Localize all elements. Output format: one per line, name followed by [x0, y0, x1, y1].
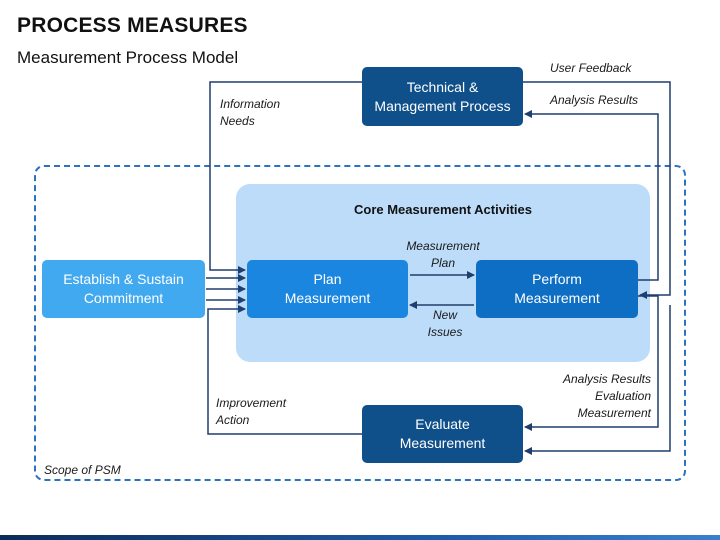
arrow-analysis-results-eval-2 — [524, 305, 671, 455]
label-scope-of-psm: Scope of PSM — [44, 463, 121, 477]
technical-management-process-box: Technical & Management Process — [362, 67, 523, 126]
arrow-user-feedback — [523, 81, 671, 299]
page-subtitle: Measurement Process Model — [17, 48, 239, 67]
page-title: PROCESS MEASURES — [17, 14, 248, 37]
plan-measurement-box: Plan Measurement — [247, 260, 408, 318]
label-user-feedback: User Feedback — [550, 61, 632, 75]
arrow-analysis-results-top — [524, 110, 659, 281]
arrow-improvement-action — [207, 305, 362, 435]
perform-measurement-box: Perform Measurement — [476, 260, 638, 318]
label-measurement-plan: Measurement Plan — [406, 239, 480, 270]
core-activities-title: Core Measurement Activities — [354, 202, 532, 217]
establish-sustain-commitment-box: Establish & Sustain Commitment — [42, 260, 205, 318]
arrow-information-needs — [209, 81, 362, 274]
label-improvement-action: Improvement Action — [216, 396, 287, 427]
label-new-issues: New Issues — [427, 308, 463, 339]
arrow-analysis-results-eval-1 — [524, 295, 659, 431]
label-information-needs: Information Needs — [220, 97, 281, 128]
psm-scope-boundary — [34, 165, 686, 481]
evaluate-measurement-box: Evaluate Measurement — [362, 405, 523, 463]
footer-accent-bar — [0, 535, 720, 540]
label-analysis-results-evaluation: Analysis Results Evaluation Measurement — [562, 372, 651, 420]
label-analysis-results-top: Analysis Results — [550, 93, 639, 107]
